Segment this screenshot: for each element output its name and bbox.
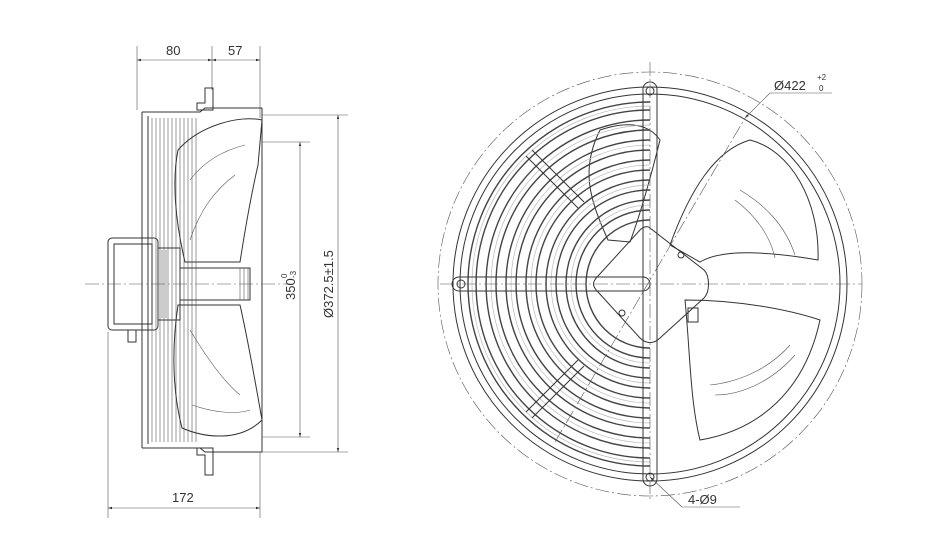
bolt-circle-label: Ø422 xyxy=(774,78,806,93)
mounting-hole-leader xyxy=(649,476,740,508)
dim-57-label: 57 xyxy=(228,43,242,58)
side-guard-wires xyxy=(151,118,197,442)
bolt-circle-upper-tol: +2 xyxy=(817,73,827,82)
dim-172-label: 172 xyxy=(172,490,194,505)
front-hub xyxy=(593,226,709,343)
dim-80-label: 80 xyxy=(166,43,180,58)
inner-diameter-lower-tol: -3 xyxy=(289,270,298,278)
top-dimension-lines xyxy=(136,46,261,118)
inner-diameter-label: 350 xyxy=(283,278,298,300)
side-ring-housing xyxy=(141,87,263,476)
front-blades xyxy=(588,124,821,441)
bottom-dimension-lines xyxy=(107,332,261,518)
side-blades xyxy=(173,118,263,437)
front-view: Ø422 +2 0 4-Ø9 xyxy=(437,62,863,508)
side-view: 80 57 xyxy=(85,43,348,518)
inner-diameter-upper-tol: 0 xyxy=(280,273,289,278)
side-motor xyxy=(107,237,251,343)
side-vertical-dims xyxy=(262,114,348,453)
bolt-circle-leader xyxy=(744,92,832,119)
mounting-holes-label: 4-Ø9 xyxy=(688,492,717,507)
outer-diameter-label: Ø372.5±1.5 xyxy=(321,250,336,318)
bolt-circle-lower-tol: 0 xyxy=(819,84,824,93)
front-diagonal-line xyxy=(554,117,746,443)
